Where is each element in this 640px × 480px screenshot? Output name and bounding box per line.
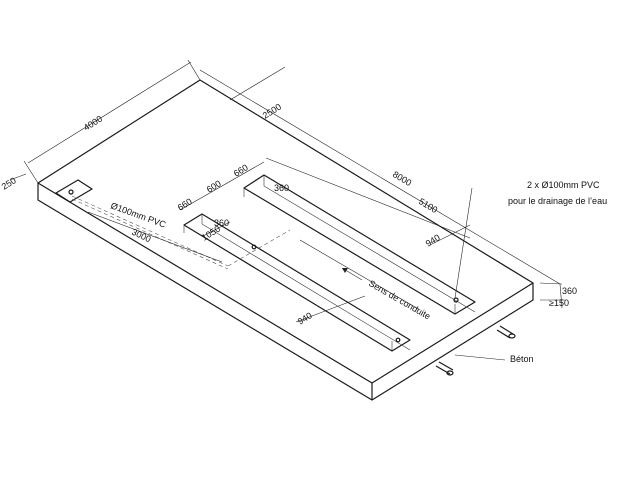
drain-pipes (435, 325, 516, 376)
drain-note-line1: 2 x Ø100mm PVC (527, 180, 600, 190)
trench-right (243, 174, 476, 315)
corner-manhole (55, 179, 93, 203)
dim-min-thickness: ≥150 (549, 298, 569, 308)
dim-trench-depth-a: 360 (214, 218, 229, 228)
dim-trench-width-b: 660 (232, 162, 250, 178)
dim-trench-gap: 600 (205, 178, 223, 194)
slab-body (37, 79, 534, 401)
direction-label: Sens de conduite (367, 278, 432, 321)
dim-slab-thickness: 360 (562, 286, 577, 296)
trench-left (183, 213, 411, 352)
material-label: Béton (510, 354, 534, 364)
dim-edge-left: 250 (0, 175, 18, 191)
pipe-label: Ø100mm PVC (109, 200, 167, 229)
dim-trench-length-b: 940 (424, 232, 442, 248)
dim-trench-width-a: 660 (176, 196, 194, 212)
dim-width-total: 4000 (82, 114, 104, 133)
dim-trench-depth-b: 360 (274, 183, 289, 193)
dim-trench-length-a: 940 (296, 310, 314, 326)
dimension-lines (9, 59, 565, 361)
dim-length-right: 2500 (261, 102, 283, 121)
drain-note-line2: pour le drainage de l’eau (508, 196, 607, 206)
dim-pipe-run: 3000 (130, 227, 152, 245)
dim-length-main: 5100 (417, 196, 439, 215)
